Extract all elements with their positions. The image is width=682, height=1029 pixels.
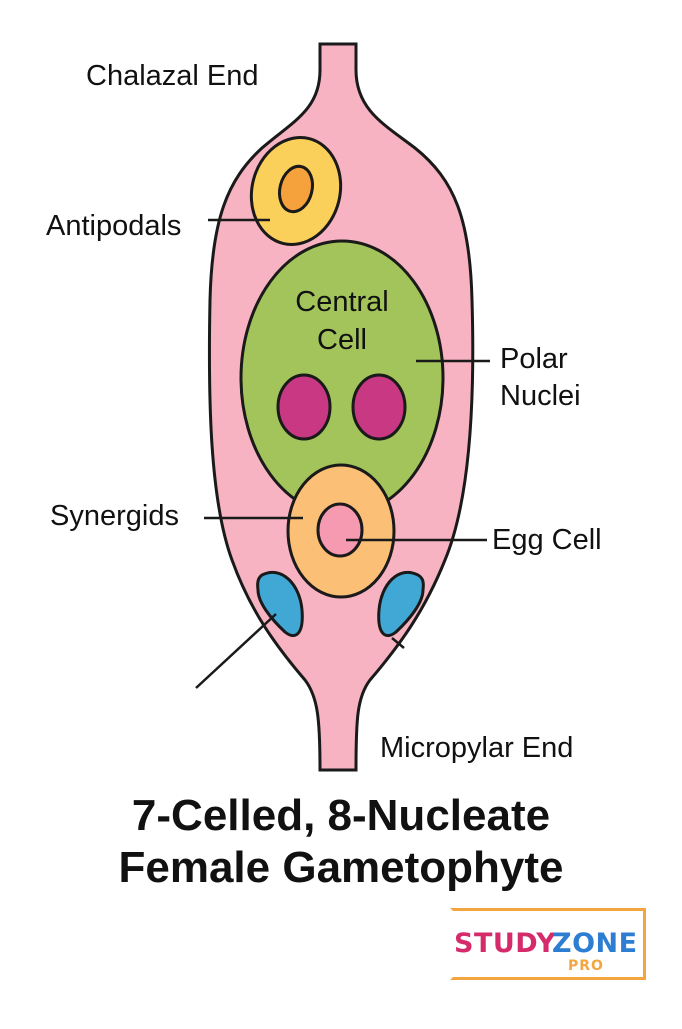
label-antipodals: Antipodals [46,210,182,242]
logo-study-text: STUDY [454,928,557,959]
label-synergids: Synergids [50,500,179,532]
title-line-1: 7-Celled, 8-Nucleate [131,791,551,840]
title-line-2: Female Gametophyte [118,843,564,892]
label-micropylar-end: Micropylar End [380,732,574,764]
leader-line-left-synergid [195,613,277,689]
label-chalazal-end: Chalazal End [86,60,259,92]
label-polar-nuclei-line2: Nuclei [500,380,581,412]
label-central-cell-line1: Central [295,286,389,318]
leader-line-right-synergid [391,637,405,649]
label-central-cell-line2: Cell [317,324,367,356]
polar-nucleus-left [276,373,332,441]
antipodal-nucleus [278,164,314,214]
studyzone-logo: STUDY ZONE PRO [450,908,650,982]
label-egg-cell: Egg Cell [492,524,602,556]
synergid-left [256,571,304,637]
logo-frame [450,908,646,980]
logo-zone-text: ZONE [552,928,638,959]
diagram-title: 7-Celled, 8-Nucleate Female Gametophyte [0,790,682,894]
label-polar-nuclei-line1: Polar [500,343,568,375]
polar-nucleus-right [351,373,407,441]
synergid-right [377,571,425,637]
logo-pro-text: PRO [568,958,604,974]
egg-nucleus [316,502,364,558]
